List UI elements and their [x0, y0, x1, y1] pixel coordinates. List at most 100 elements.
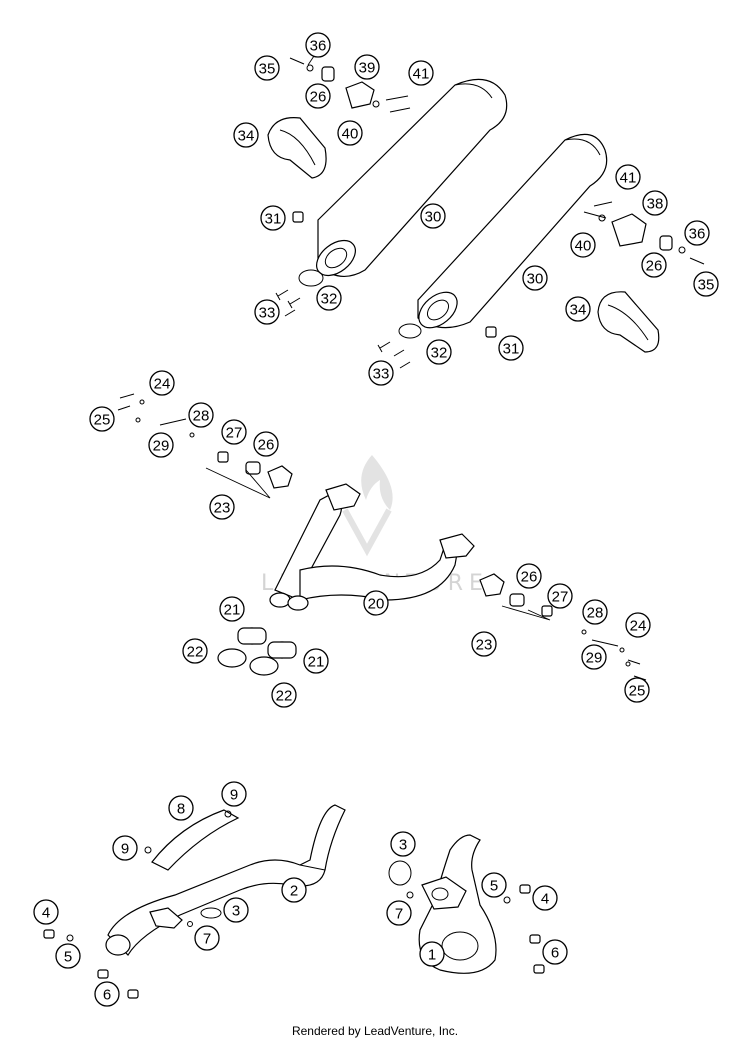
- callout-21: 21: [219, 596, 245, 622]
- callout-circle: [219, 596, 245, 622]
- callout-29: 29: [581, 644, 607, 670]
- bracket: [479, 573, 505, 597]
- callout-number: 9: [121, 841, 129, 858]
- callout-number: 34: [570, 302, 587, 319]
- callout-number: 25: [94, 412, 111, 429]
- washer: [598, 214, 606, 222]
- mount-hardware-left: [117, 393, 195, 438]
- callout-20: 20: [363, 590, 389, 616]
- callout-circle: [368, 360, 394, 386]
- callout-7: 7: [194, 925, 220, 951]
- callout-number: 26: [521, 569, 538, 586]
- callout-number: 33: [373, 366, 390, 383]
- mount-hardware-right: [581, 629, 647, 681]
- callout-circle: [55, 943, 81, 969]
- callout-35: 35: [254, 55, 280, 81]
- callout-number: 7: [203, 931, 211, 948]
- callout-circle: [89, 406, 115, 432]
- callout-number: 35: [698, 277, 715, 294]
- callout-number: 5: [490, 878, 498, 895]
- callout-34: 34: [565, 296, 591, 322]
- callout-number: 6: [103, 987, 111, 1004]
- callout-number: 20: [368, 596, 385, 613]
- bolt: [406, 891, 414, 899]
- callout-circle: [390, 831, 416, 857]
- bushing: [245, 461, 261, 475]
- callout-23: 23: [209, 494, 235, 520]
- callout-32: 32: [426, 339, 452, 365]
- bolt: [144, 846, 152, 854]
- callout-number: 30: [527, 271, 544, 288]
- callout-circle: [642, 190, 668, 216]
- callout-number: 23: [214, 500, 231, 517]
- callout-circle: [337, 120, 363, 146]
- callout-number: 28: [587, 605, 604, 622]
- callout-number: 33: [259, 305, 276, 322]
- bushing: [509, 593, 525, 607]
- callout-26: 26: [641, 252, 667, 278]
- callout-number: 21: [308, 654, 325, 671]
- callout-circle: [426, 339, 452, 365]
- washer: [678, 246, 686, 254]
- callout-circle: [516, 563, 542, 589]
- callout-3: 3: [223, 897, 249, 923]
- callout-number: 3: [232, 903, 240, 920]
- callout-21: 21: [303, 648, 329, 674]
- callout-circle: [498, 335, 524, 361]
- callout-circle: [188, 402, 214, 428]
- callout-4: 4: [532, 885, 558, 911]
- washer: [306, 64, 314, 72]
- callout-circle: [260, 205, 286, 231]
- callout-number: 32: [431, 345, 448, 362]
- callout-number: 22: [187, 644, 204, 661]
- callout-number: 22: [276, 688, 293, 705]
- callout-5: 5: [481, 872, 507, 898]
- callout-circle: [112, 835, 138, 861]
- callout-circle: [471, 631, 497, 657]
- callout-circle: [148, 432, 174, 458]
- callout-circle: [354, 54, 380, 80]
- callout-41: 41: [615, 164, 641, 190]
- callout-31: 31: [498, 335, 524, 361]
- callout-circle: [223, 897, 249, 923]
- clamp-strap: [597, 291, 660, 353]
- callout-circle: [305, 32, 331, 58]
- bushing: [321, 66, 335, 82]
- callout-6: 6: [542, 939, 568, 965]
- bushing: [217, 451, 229, 463]
- callout-number: 2: [290, 883, 298, 900]
- nut: [43, 929, 55, 939]
- muffler-right: [417, 133, 608, 329]
- callout-34: 34: [233, 122, 259, 148]
- callout-30: 30: [420, 203, 446, 229]
- nut: [519, 884, 531, 894]
- callout-22: 22: [182, 638, 208, 664]
- gasket: [200, 907, 222, 919]
- bolt: [224, 810, 232, 818]
- callout-36: 36: [684, 220, 710, 246]
- clamp-strap: [267, 117, 327, 179]
- muffler-left: [316, 78, 508, 277]
- washer: [372, 100, 380, 108]
- callout-circle: [615, 164, 641, 190]
- callout-number: 4: [42, 905, 50, 922]
- callout-number: 8: [177, 801, 185, 818]
- callout-27: 27: [547, 583, 573, 609]
- callout-number: 23: [476, 637, 493, 654]
- callout-circle: [168, 795, 194, 821]
- callout-circle: [408, 60, 434, 86]
- callout-31: 31: [260, 205, 286, 231]
- callout-circle: [641, 252, 667, 278]
- callout-24: 24: [149, 370, 175, 396]
- callout-circle: [693, 271, 719, 297]
- callout-number: 7: [395, 906, 403, 923]
- callout-36: 36: [305, 32, 331, 58]
- callout-circle: [182, 638, 208, 664]
- callout-circle: [532, 885, 558, 911]
- nut: [529, 934, 541, 944]
- bushing: [659, 235, 673, 251]
- callout-circle: [481, 872, 507, 898]
- callout-number: 30: [425, 209, 442, 226]
- callout-circle: [625, 612, 651, 638]
